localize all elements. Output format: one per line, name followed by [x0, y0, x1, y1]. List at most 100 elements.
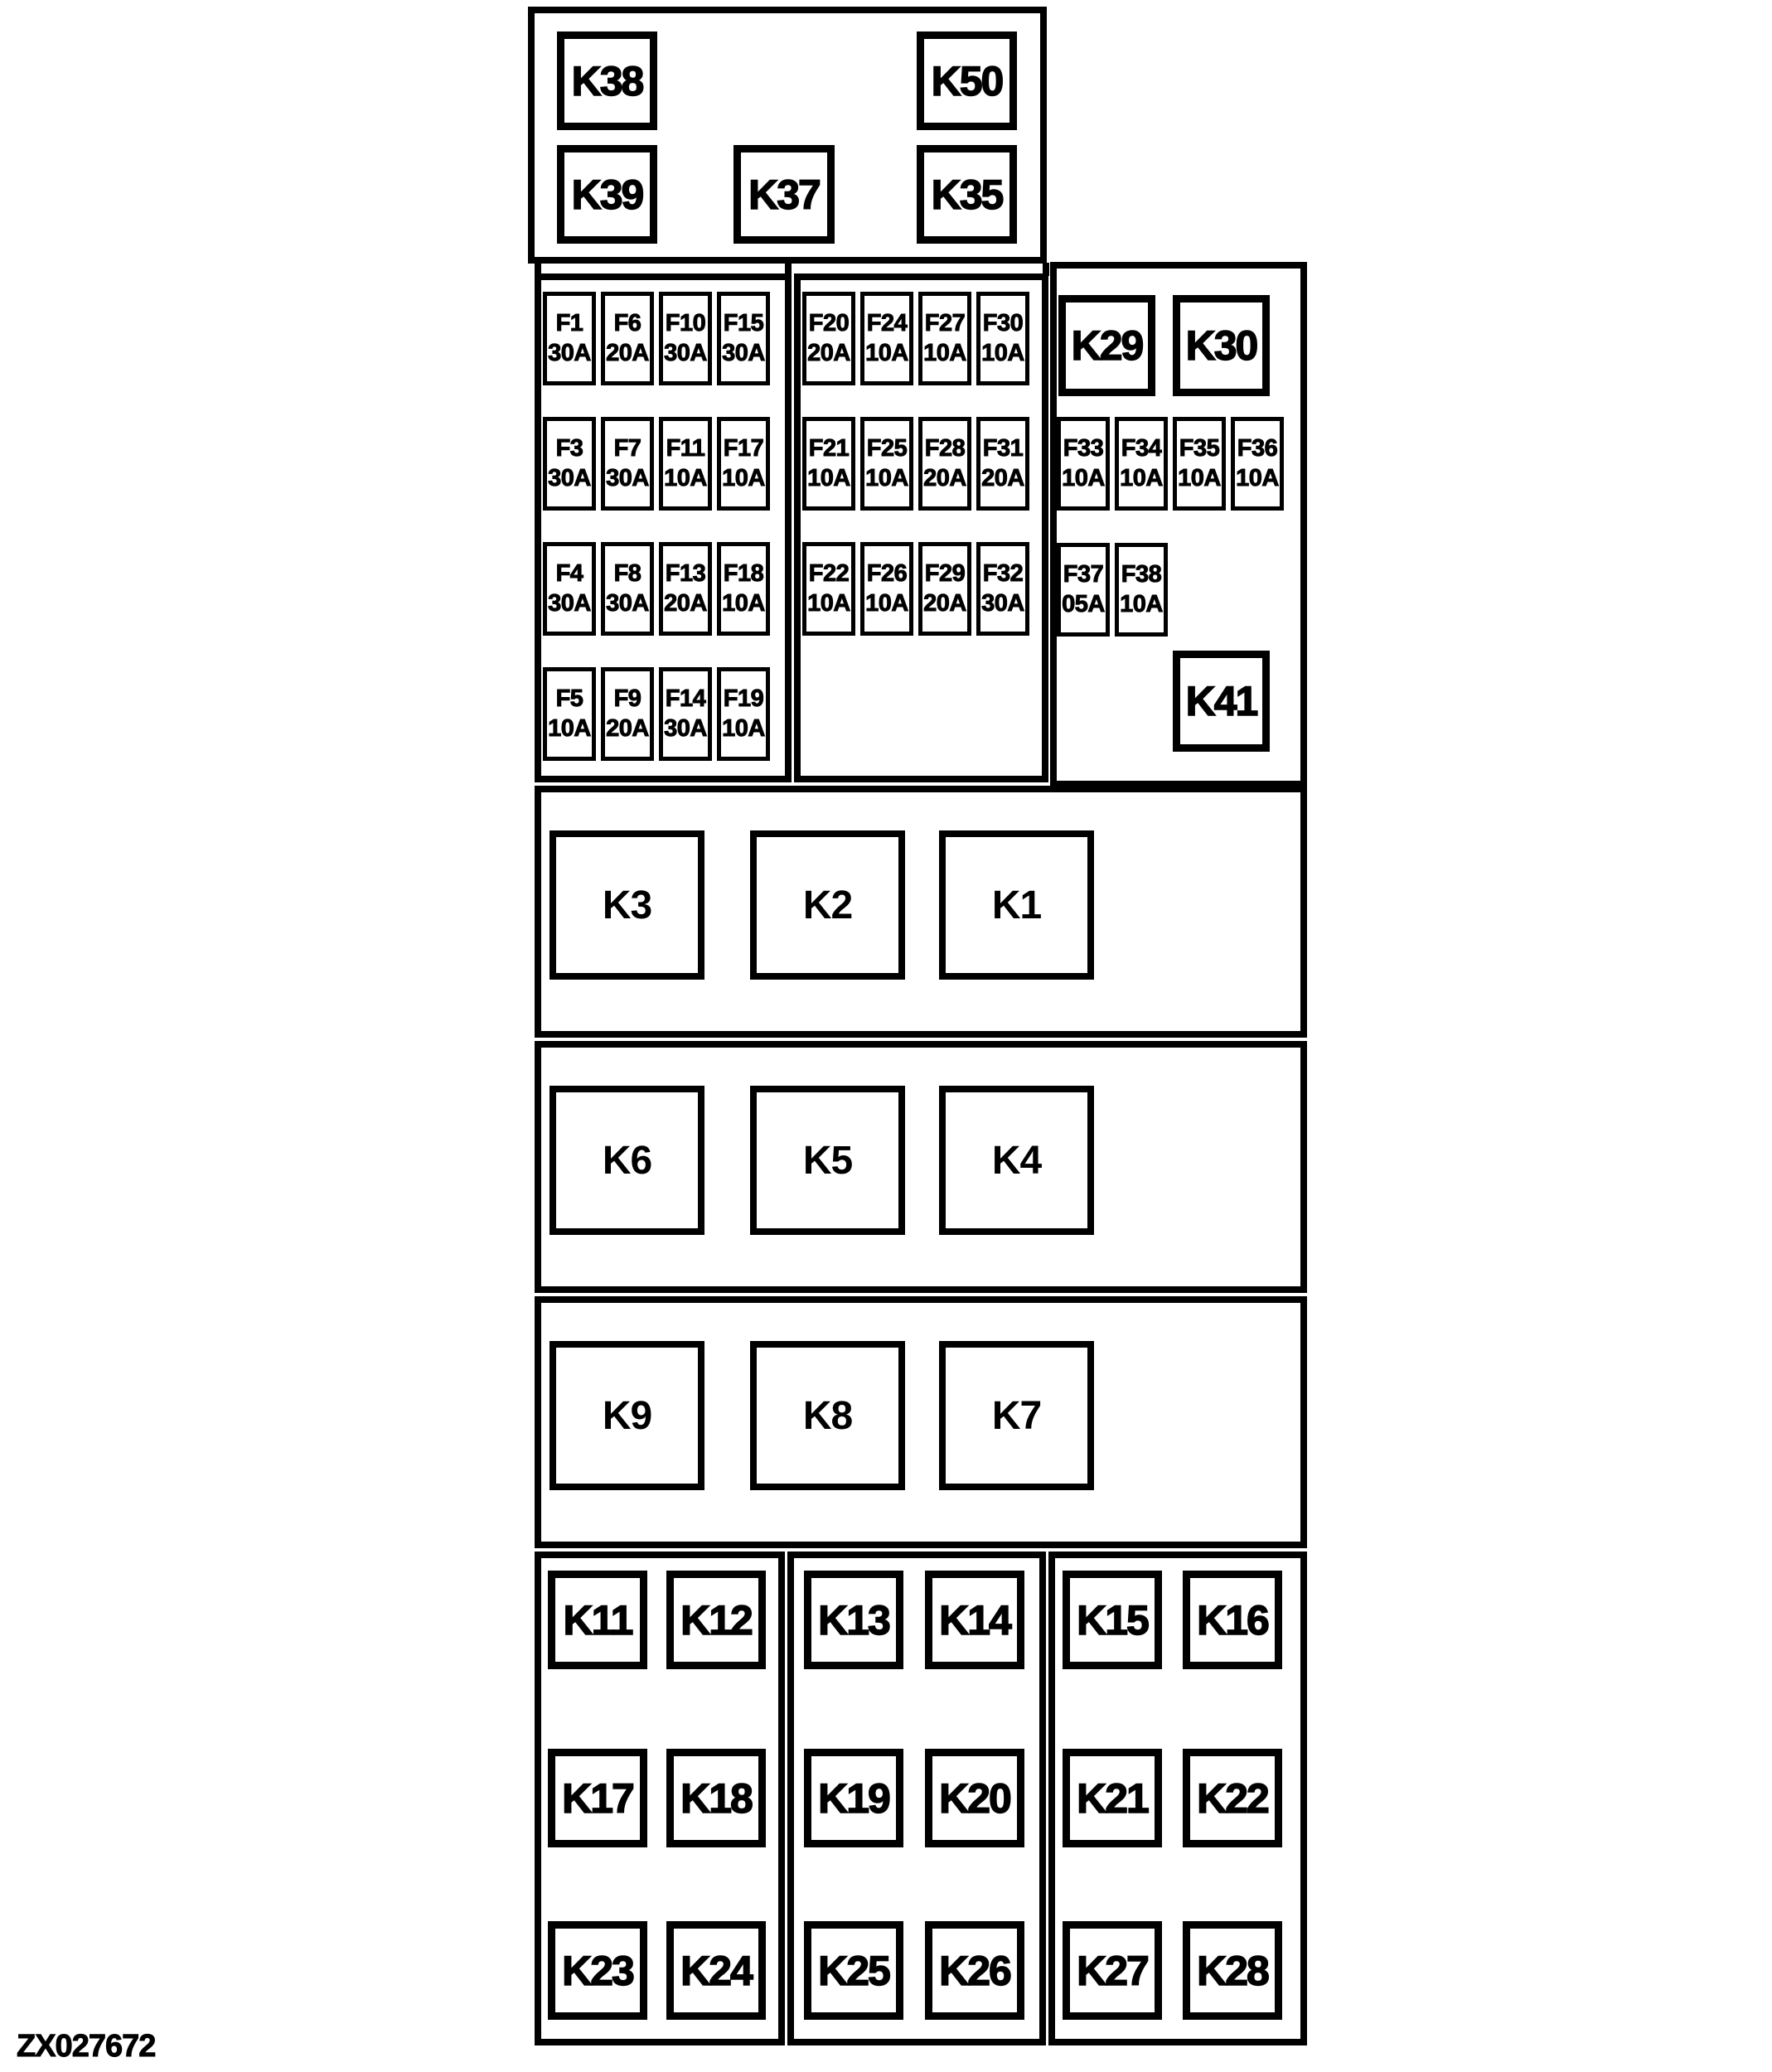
relay-K23: K23 [548, 1921, 647, 2020]
fuse-id-label: F37 [1063, 561, 1104, 588]
relay-K26: K26 [925, 1921, 1024, 2020]
fuse-rating-label: 10A [1178, 464, 1222, 491]
fuse-id-label: F19 [723, 685, 764, 713]
fuse-rating-label: 10A [664, 464, 708, 491]
relay-K28: K28 [1183, 1921, 1282, 2020]
fuse-id-label: F35 [1179, 435, 1220, 462]
fuse-rating-label: 30A [606, 464, 650, 491]
fuse-rating-label: 10A [1236, 464, 1280, 491]
panel-relays-row-1: K3 K2 K1 [535, 786, 1307, 1038]
fuse-rating-label: 30A [664, 714, 708, 742]
fuse-rating-label: 10A [865, 339, 909, 366]
fuse-rating-label: 20A [807, 339, 851, 366]
fuse-rating-label: 10A [1120, 590, 1164, 617]
panel-relays-row-2: K6 K5 K4 [535, 1041, 1307, 1293]
panel-bottom-left: K11 K12 K17 K18 K23 K24 [535, 1552, 785, 2045]
fuse-rating-label: 30A [722, 339, 766, 366]
fuse-id-label: F7 [613, 435, 642, 462]
relay-K6: K6 [550, 1086, 704, 1235]
fuse-rating-label: 10A [548, 714, 592, 742]
fuse-id-label: F17 [723, 435, 764, 462]
fuse-id-label: F15 [723, 310, 764, 337]
relay-K3: K3 [550, 830, 704, 980]
relay-K50: K50 [917, 31, 1017, 130]
fuse-rating-label: 10A [981, 339, 1025, 366]
fuse-rating-label: 20A [606, 714, 650, 742]
fuse-rating-label: 05A [1062, 590, 1106, 617]
relay-K41: K41 [1173, 651, 1270, 752]
relay-K2: K2 [750, 830, 905, 980]
panel-bottom-middle: K13 K14 K19 K20 K25 K26 [787, 1552, 1046, 2045]
relay-K15: K15 [1063, 1571, 1162, 1669]
fuse-id-label: F5 [555, 685, 583, 713]
fuse-rating-label: 20A [664, 589, 708, 617]
fuse-id-label: F20 [808, 310, 850, 337]
fuse-id-label: F28 [924, 435, 966, 462]
fuse-id-label: F11 [666, 435, 705, 462]
fuse-rating-label: 30A [548, 589, 592, 617]
panel-relays-row-3: K9 K8 K7 [535, 1296, 1307, 1548]
fuse-rating-label: 30A [981, 589, 1025, 617]
relay-K12: K12 [666, 1571, 766, 1669]
fuse-rating-label: 10A [807, 464, 851, 491]
relay-K16: K16 [1183, 1571, 1282, 1669]
figure-code-label: ZX027672 [16, 2029, 156, 2065]
fuse-id-label: F6 [613, 310, 642, 337]
fuse-id-label: F31 [982, 435, 1024, 462]
fuse-rating-label: 20A [981, 464, 1025, 491]
connector-tick [785, 263, 792, 276]
fuse-id-label: F26 [866, 560, 908, 588]
fuse-id-label: F38 [1121, 561, 1162, 588]
panel-bottom-right: K15 K16 K21 K22 K27 K28 [1048, 1552, 1307, 2045]
fuse-id-label: F18 [723, 560, 764, 588]
relay-K5: K5 [750, 1086, 905, 1235]
fuse-id-label: F10 [665, 310, 706, 337]
relay-K24: K24 [666, 1921, 766, 2020]
relay-K27: K27 [1063, 1921, 1162, 2020]
fuse-rating-label: 30A [548, 339, 592, 366]
fuse-rating-label: 10A [722, 589, 766, 617]
fuse-rating-label: 30A [664, 339, 708, 366]
fuse-id-label: F34 [1121, 435, 1162, 462]
relay-K20: K20 [925, 1749, 1024, 1847]
relay-K25: K25 [804, 1921, 903, 2020]
relay-K35: K35 [917, 145, 1017, 244]
fuse-id-label: F8 [613, 560, 642, 588]
fuse-rating-label: 10A [722, 714, 766, 742]
fuse-rating-label: 10A [923, 339, 967, 366]
fuse-rating-label: 10A [865, 589, 909, 617]
fuse-id-label: F25 [866, 435, 908, 462]
fuse-id-label: F4 [555, 560, 583, 588]
fuse-rating-label: 10A [807, 589, 851, 617]
relay-K9: K9 [550, 1341, 704, 1490]
relay-K18: K18 [666, 1749, 766, 1847]
fuse-id-label: F1 [555, 310, 583, 337]
relay-K14: K14 [925, 1571, 1024, 1669]
fuse-rating-label: 20A [606, 339, 650, 366]
fuse-id-label: F13 [665, 560, 706, 588]
relay-K4: K4 [939, 1086, 1094, 1235]
relay-K30: K30 [1173, 295, 1270, 396]
